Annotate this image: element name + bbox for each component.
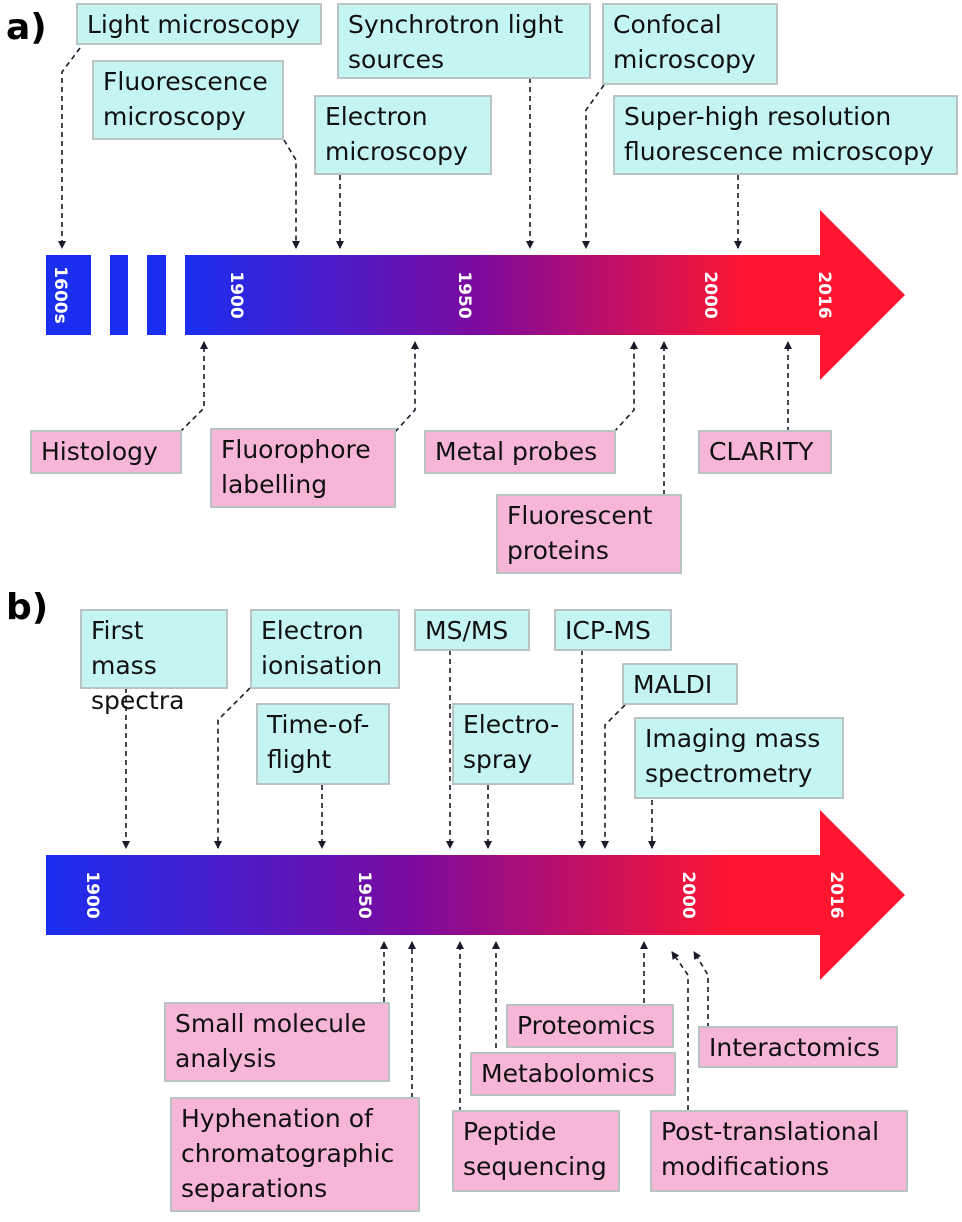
- box-synchrotron: Synchrotron light sources: [337, 3, 591, 79]
- box-light-microscopy: Light microscopy: [76, 3, 322, 45]
- timeline-a-arrow: [185, 210, 905, 380]
- box-icp-ms: ICP-MS: [554, 609, 672, 651]
- tick-a-2000: 2000: [700, 271, 720, 318]
- timeline-a-segment-3: [147, 255, 166, 335]
- tick-b-2016: 2016: [826, 871, 846, 918]
- box-proteomics: Proteomics: [506, 1004, 674, 1048]
- box-maldi: MALDI: [622, 663, 738, 705]
- box-peptide-sequencing: Peptide sequencing: [452, 1110, 620, 1192]
- connector-interactomics: [693, 951, 709, 1028]
- timeline-b-arrow: [46, 810, 905, 980]
- timeline-a-segment-2: [110, 255, 128, 335]
- panel-b-label: b): [6, 587, 49, 628]
- box-time-of-flight: Time-of- flight: [256, 703, 390, 785]
- box-imaging-ms: Imaging mass spectrometry: [634, 717, 844, 799]
- tick-b-2000: 2000: [678, 871, 698, 918]
- connector-fluorescence-microscopy: [283, 139, 300, 249]
- connector-histology: [179, 341, 208, 433]
- connector-light-microscopy: [58, 47, 81, 249]
- connector-ptm: [671, 951, 689, 1110]
- connector-maldi: [601, 704, 626, 849]
- connector-fluorophore: [394, 341, 419, 433]
- tick-a-1600s: 1600s: [50, 266, 70, 323]
- box-confocal: Confocal microscopy: [602, 3, 778, 85]
- connector-electron-ionisation: [214, 687, 251, 849]
- box-super-resolution: Super-high resolution fluorescence micro…: [613, 95, 958, 175]
- tick-a-2016: 2016: [814, 271, 834, 318]
- panel-a-label: a): [6, 7, 47, 48]
- box-electron-ionisation: Electron ionisation: [250, 609, 400, 689]
- box-interactomics: Interactomics: [698, 1026, 898, 1068]
- tick-a-1900: 1900: [226, 271, 246, 318]
- box-fluorescent-proteins: Fluorescent proteins: [496, 494, 682, 574]
- box-fluorescence-microscopy: Fluorescence microscopy: [92, 60, 284, 140]
- box-electron-microscopy: Electron microscopy: [314, 95, 492, 175]
- box-ms-ms: MS/MS: [414, 609, 530, 651]
- timeline-a-segment-1: [46, 255, 91, 335]
- tick-b-1950: 1950: [354, 871, 374, 918]
- connector-metal-probes: [613, 341, 638, 433]
- box-electrospray: Electro- spray: [452, 703, 574, 785]
- tick-a-1950: 1950: [454, 271, 474, 318]
- box-metabolomics: Metabolomics: [470, 1052, 676, 1096]
- box-histology: Histology: [30, 430, 182, 474]
- box-small-molecule: Small molecule analysis: [164, 1002, 390, 1082]
- connector-confocal: [582, 84, 605, 249]
- tick-b-1900: 1900: [82, 871, 102, 918]
- box-clarity: CLARITY: [698, 430, 832, 474]
- box-metal-probes: Metal probes: [424, 430, 616, 474]
- box-post-translational: Post-translational modifications: [650, 1110, 908, 1192]
- box-first-mass-spectra: First mass spectra: [80, 609, 228, 715]
- box-hyphenation: Hyphenation of chromatographic separatio…: [170, 1097, 420, 1212]
- box-fluorophore-labelling: Fluorophore labelling: [210, 428, 396, 508]
